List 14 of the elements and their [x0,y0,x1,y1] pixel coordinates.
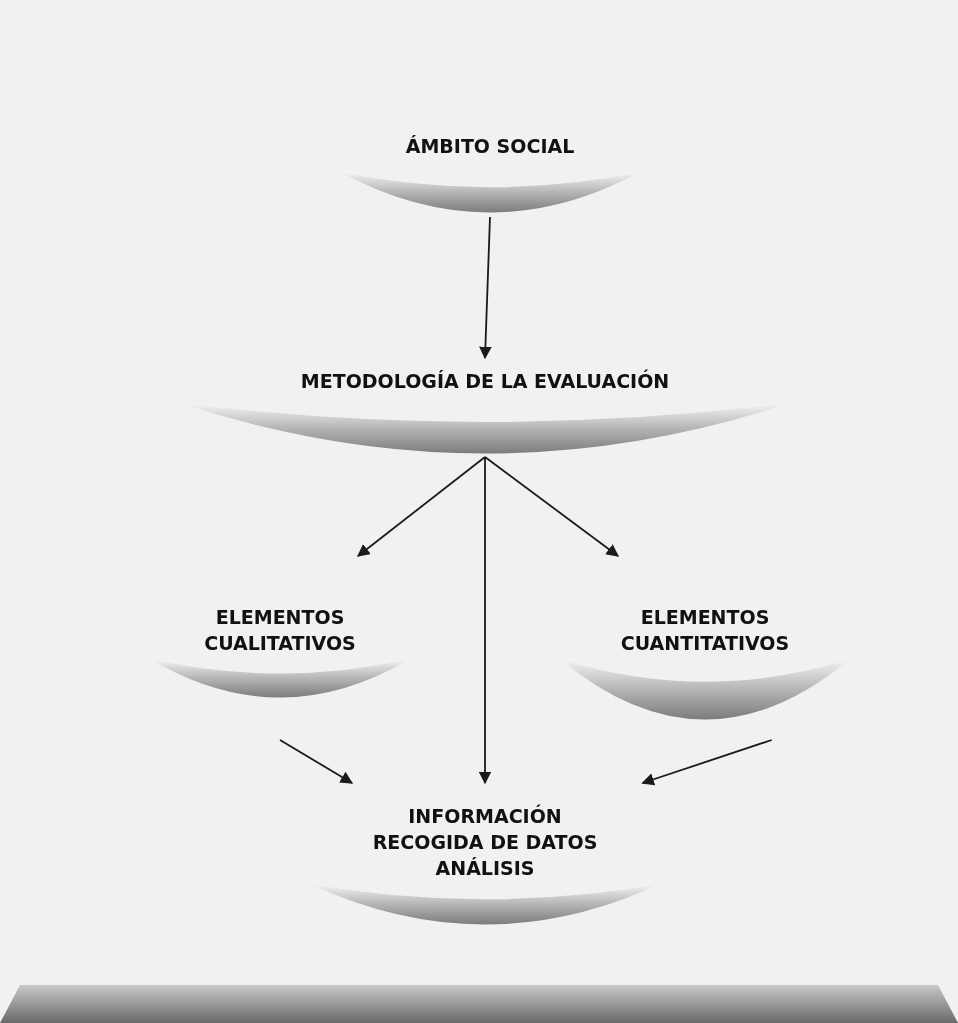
arrow [478,456,492,785]
arrow [357,456,486,557]
node-label: METODOLOGÍA DE LA EVALUACIÓN [300,368,670,394]
arrow [479,216,492,360]
node-label: INFORMACIÓN [408,803,562,829]
arrow [484,456,619,557]
node-label: ANÁLISIS [435,856,535,881]
node-label: RECOGIDA DE DATOS [372,830,598,855]
node-label: ELEMENTOS CUALITATIVOS [203,605,357,656]
node-label: ÁMBITO SOCIAL [405,134,575,159]
arrow [279,739,354,784]
node-label: ELEMENTOS CUANTITATIVOS [619,605,791,656]
base-slab [0,985,958,1023]
arrow [641,739,773,786]
